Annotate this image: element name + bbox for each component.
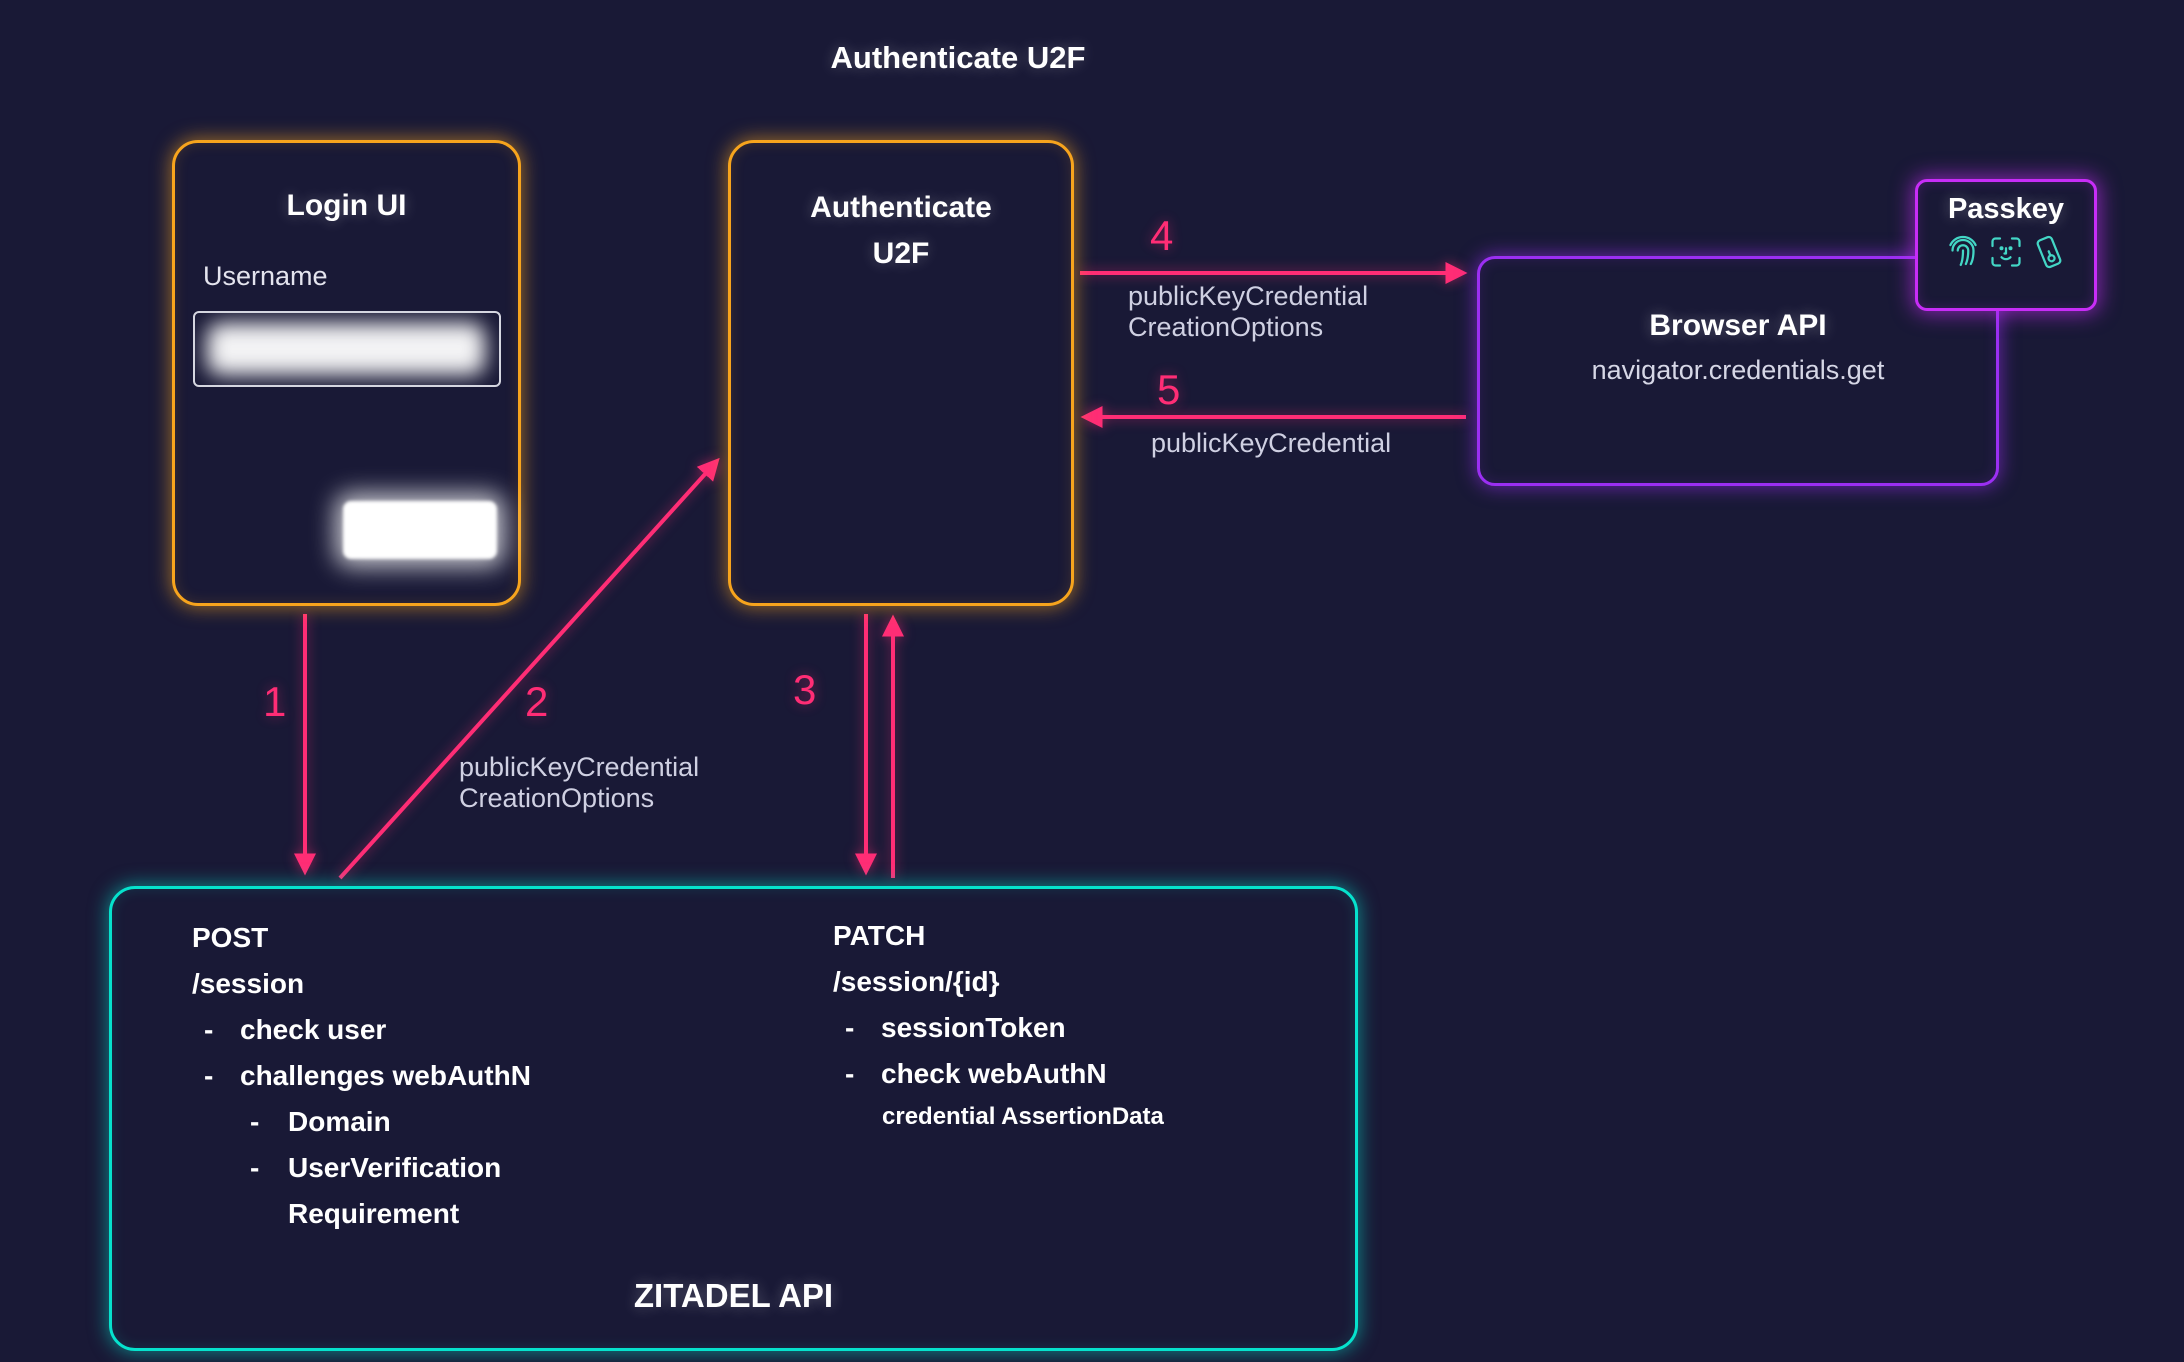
bullet-dash: - xyxy=(250,1106,260,1137)
post-session-block: POST /session - check user - challenges … xyxy=(192,915,540,1237)
passkey-box: Passkey xyxy=(1915,179,2097,311)
step-4-number: 4 xyxy=(1150,212,1174,259)
bullet-dash: - xyxy=(845,1058,855,1089)
patch-method: PATCH xyxy=(833,920,926,951)
step-4-caption: publicKeyCredential CreationOptions xyxy=(1128,281,1368,343)
step-5-number: 5 xyxy=(1157,366,1181,413)
zitadel-api-box: POST /session - check user - challenges … xyxy=(109,886,1358,1351)
browser-api-box: Browser API navigator.credentials.get xyxy=(1477,256,1999,486)
browser-api-title: Browser API xyxy=(1649,309,1827,342)
post-item-challenges-label: challenges webAuthN xyxy=(240,1060,531,1091)
post-subitem-userverification: - UserVerification Requirement xyxy=(192,1145,540,1237)
bullet-dash: - xyxy=(845,1012,855,1043)
step-2-caption: publicKeyCredential CreationOptions xyxy=(459,752,699,814)
page-title: Authenticate U2F xyxy=(830,40,1086,75)
step-5-caption: publicKeyCredential xyxy=(1151,428,1392,458)
patch-item-check-webauthn-label: check webAuthN xyxy=(881,1058,1107,1089)
authenticate-u2f-title-line2: U2F xyxy=(872,237,930,270)
patch-item-sessiontoken-label: sessionToken xyxy=(881,1012,1066,1043)
login-button xyxy=(343,501,497,559)
phone-key-icon xyxy=(2026,229,2073,276)
login-ui-title: Login UI xyxy=(286,189,407,222)
authenticate-u2f-title: Authenticate U2F xyxy=(731,185,1071,277)
zitadel-api-title: ZITADEL API xyxy=(633,1277,834,1314)
step-2-number: 2 xyxy=(525,678,549,725)
post-item-check-user: - check user xyxy=(192,1007,540,1053)
fingerprint-icon xyxy=(1945,234,1981,270)
patch-item-sessiontoken: - sessionToken xyxy=(833,1005,1164,1051)
post-method: POST xyxy=(192,922,269,953)
step-2-caption-line1: publicKeyCredential xyxy=(459,752,700,782)
step-2-caption-line2: CreationOptions xyxy=(459,783,655,813)
post-subitem-domain: - Domain xyxy=(192,1099,540,1145)
passkey-title: Passkey xyxy=(1947,193,2065,225)
bullet-dash: - xyxy=(204,1014,214,1045)
step-1-number: 1 xyxy=(263,678,287,725)
username-label: Username xyxy=(203,261,328,291)
passkey-icons xyxy=(1945,234,2067,270)
post-subitem-userverification-label: UserVerification Requirement xyxy=(288,1152,502,1229)
patch-item-check-webauthn: - check webAuthN xyxy=(833,1051,1164,1097)
post-item-check-user-label: check user xyxy=(240,1014,387,1045)
step-4-caption-line2: CreationOptions xyxy=(1128,312,1324,342)
post-subitem-domain-label: Domain xyxy=(288,1106,391,1137)
login-ui-box: Login UI Username xyxy=(172,140,521,606)
bullet-dash: - xyxy=(250,1152,260,1183)
face-id-icon xyxy=(1988,234,2024,270)
authenticate-u2f-title-line1: Authenticate xyxy=(810,191,992,224)
patch-path: /session/{id} xyxy=(833,966,1000,997)
step-3-number: 3 xyxy=(793,666,817,713)
browser-api-subtitle: navigator.credentials.get xyxy=(1591,355,1885,385)
post-item-challenges: - challenges webAuthN xyxy=(192,1053,540,1099)
patch-note-credential-assertiondata: credential AssertionData xyxy=(882,1103,1164,1130)
username-input xyxy=(193,311,501,387)
bullet-dash: - xyxy=(204,1060,214,1091)
authenticate-u2f-box: Authenticate U2F xyxy=(728,140,1074,606)
step-4-caption-line1: publicKeyCredential xyxy=(1128,281,1369,311)
redacted-username-value xyxy=(207,323,485,375)
post-path: /session xyxy=(192,968,305,999)
patch-session-block: PATCH /session/{id} - sessionToken - che… xyxy=(833,913,1164,1137)
